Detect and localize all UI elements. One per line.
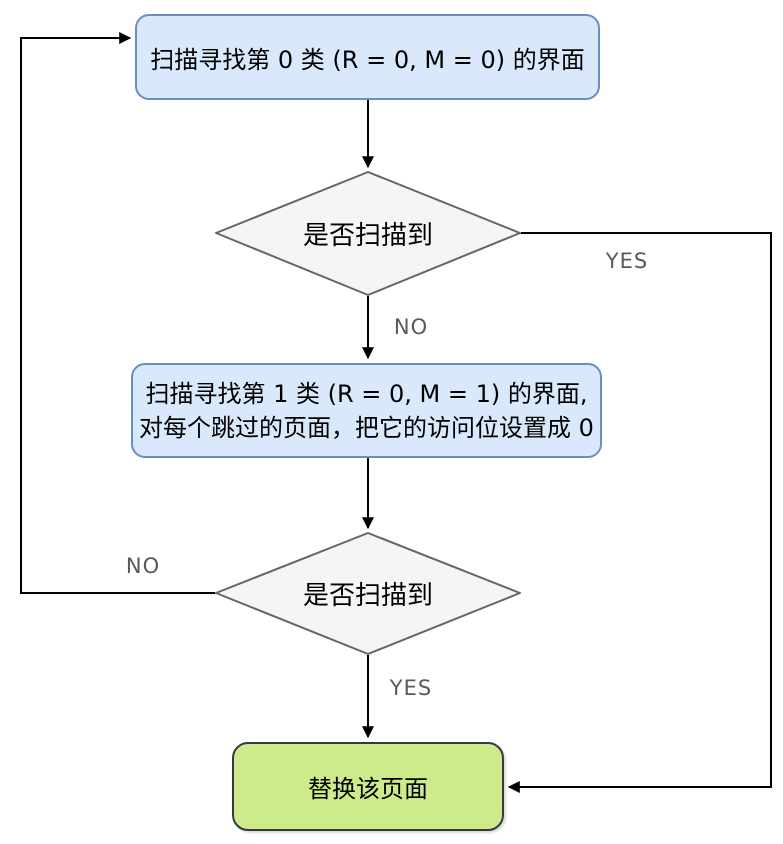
node-scan-class1: 扫描寻找第 1 类 (R = 0, M = 1) 的界面, 对每个跳过的页面，把… [131,363,602,458]
node-replace-page: 替换该页面 [232,742,504,831]
node-scan-class1-label: 扫描寻找第 1 类 (R = 0, M = 1) 的界面, 对每个跳过的页面，把… [139,379,594,442]
edge-decision2-no-to-scan0 [20,32,215,594]
decision2-diamond [215,532,521,655]
edge-label-decision1-no: NO [393,315,429,339]
edge-label-decision2-no: NO [125,554,161,578]
node-replace-page-label: 替换该页面 [308,775,428,803]
decision1-diamond [215,171,521,296]
edge-label-decision1-yes: YES [605,249,649,273]
edge-decision1-yes-to-replace [507,232,772,793]
node-scan-class0: 扫描寻找第 0 类 (R = 0, M = 0) 的界面 [135,14,600,100]
edge-label-decision2-yes: YES [389,676,433,700]
node-scan-class0-label: 扫描寻找第 0 类 (R = 0, M = 0) 的界面 [150,45,585,74]
